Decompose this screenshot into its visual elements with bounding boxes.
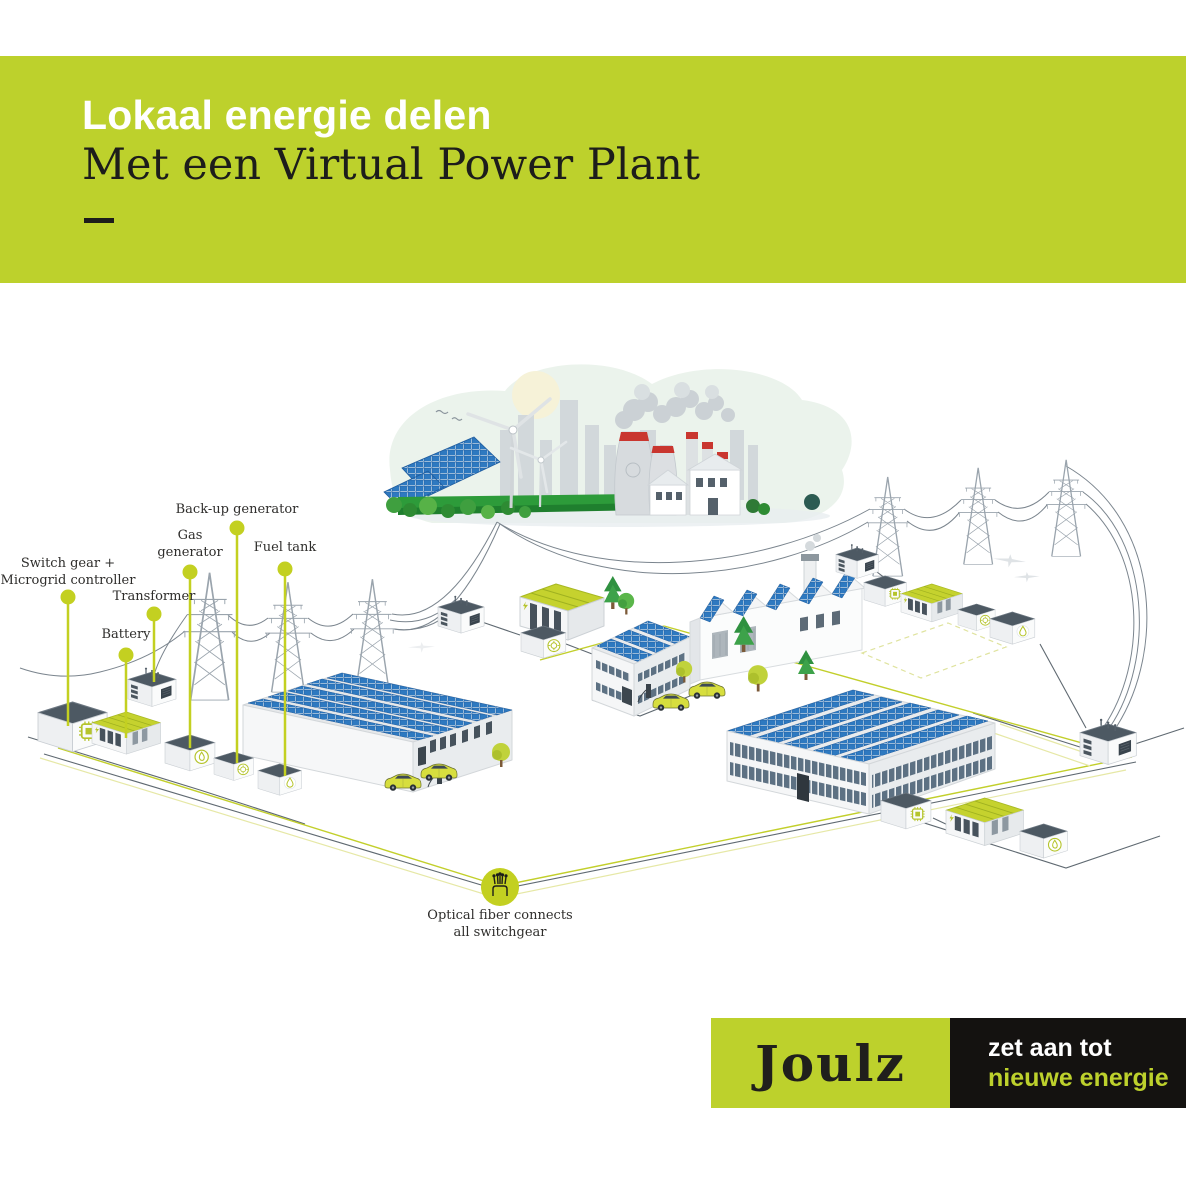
warehouse-building (242, 672, 513, 793)
transmission-pylon (349, 578, 396, 688)
transmission-pylon (1045, 459, 1087, 558)
office-building (591, 620, 691, 717)
label-gas-generator: Gas generator (157, 528, 223, 560)
round-tree (618, 592, 635, 615)
label-fuel-tank: Fuel tank (253, 540, 317, 555)
plant-buildings (646, 453, 744, 516)
ev-car (688, 681, 726, 700)
label-transformer: Transformer (112, 589, 196, 604)
battery-unit-bottomright (945, 797, 1024, 846)
factory-building (689, 534, 866, 685)
transmission-pylon (264, 581, 312, 693)
secondary-ring-lines (39, 622, 1127, 899)
joulz-logo: Joulz (755, 1033, 906, 1093)
tagline-line2: nieuwe energie (988, 1064, 1169, 1092)
backup-generator-unit-topright (958, 604, 995, 631)
fiber-cable-icon (492, 872, 508, 896)
transformer-unit-farright (1080, 719, 1136, 765)
transformer-unit-left (128, 668, 176, 707)
wind-turbine-icon (509, 440, 568, 508)
sun-icon (512, 371, 560, 419)
title-dash (84, 218, 114, 223)
birds (435, 409, 463, 421)
page-subtitle: Met een Virtual Power Plant (82, 140, 701, 190)
steam-clouds (615, 382, 735, 429)
switchgear-unit-bottomright (881, 793, 931, 829)
label-leader-lines (66, 534, 287, 776)
fuel-tank-unit-left (258, 764, 302, 795)
optical-fiber-node (481, 868, 519, 906)
label-battery: Battery (101, 627, 151, 642)
page-title: Lokaal energie delen (82, 92, 492, 138)
office-tower-building (726, 689, 996, 815)
label-optical-fiber: Optical fiber connects all switchgear (427, 908, 573, 940)
wind-turbine-icon (466, 397, 552, 509)
header-band: Lokaal energie delen Met een Virtual Pow… (0, 56, 1186, 283)
gas-generator-unit-bottomright (1020, 824, 1067, 858)
airplane-shadow (1014, 572, 1040, 583)
label-dots (60, 520, 293, 663)
transformer-unit-topright (836, 544, 878, 578)
generator-unit-center (521, 626, 566, 658)
footer-tagline-box: zet aan tot nieuwe energie (950, 1018, 1186, 1108)
footer-logo-box: Joulz (711, 1018, 950, 1108)
tagline-line1: zet aan tot (988, 1034, 1112, 1062)
backup-generator-unit-left (214, 752, 254, 781)
label-switchgear: Switch gear + Microgrid controller (0, 556, 136, 588)
label-backup-generator: Back-up generator (175, 502, 299, 517)
airplane-shadow (992, 552, 1027, 570)
battery-unit-topright (900, 583, 963, 623)
lime-tree (748, 665, 768, 692)
airplane-shadow (408, 642, 435, 653)
fuel-tank-unit-topright (990, 612, 1035, 644)
transformer-unit-warehouse (438, 596, 484, 633)
transmission-pylon (957, 467, 999, 566)
switchgear-unit-topright (864, 576, 906, 606)
power-plant-scene (383, 364, 852, 527)
tree-row (386, 494, 820, 519)
